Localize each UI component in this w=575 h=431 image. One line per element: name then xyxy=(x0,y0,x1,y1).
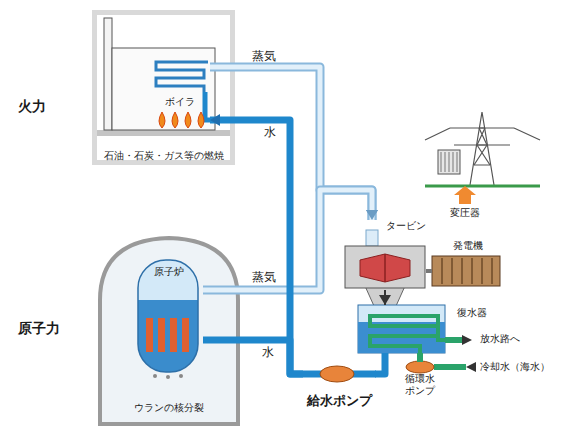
diagram-node: 発電機 xyxy=(432,238,504,290)
transformer-symbol xyxy=(438,150,460,174)
node-text: 給水ポンプ xyxy=(307,393,372,409)
arrow-head xyxy=(210,114,220,126)
generator-ribs xyxy=(442,258,492,284)
chimney xyxy=(104,18,112,130)
pipe-stroke xyxy=(417,353,423,362)
node-text: 復水器 xyxy=(457,307,487,319)
plant-building xyxy=(112,48,215,130)
node-text: 火力 xyxy=(18,98,46,115)
feed-pump-symbol xyxy=(320,366,354,382)
pipe-stroke xyxy=(375,353,385,374)
output-arrow xyxy=(454,186,476,204)
boiler-inlet xyxy=(205,92,212,120)
fuel-rods xyxy=(146,318,189,352)
reactor-water xyxy=(138,300,198,372)
diagram-node: 原子力ウランの核分裂原子炉 xyxy=(95,236,243,424)
outflow-arrow xyxy=(462,335,472,345)
cooling-tubes xyxy=(370,316,445,353)
diagram-node: ボイラ xyxy=(150,55,210,135)
edge-label: 水 xyxy=(262,345,274,359)
containment-dome xyxy=(100,238,238,424)
pipe-connector xyxy=(420,353,421,362)
node-text: ウランの核分裂 xyxy=(134,402,204,414)
turbine-rotor xyxy=(360,254,410,282)
outflow-pipe xyxy=(445,337,462,343)
diagram-node: 原子炉 xyxy=(135,258,203,378)
node-text: 循環水ポンプ xyxy=(405,373,435,397)
edge-label: 蒸気 xyxy=(252,49,276,63)
ground-strip xyxy=(97,130,230,136)
boiler-coil xyxy=(156,62,208,92)
diagram-node: 変圧器 xyxy=(440,206,490,222)
diagram-node: 火力石油・石炭・ガス等の燃焼ボイラ xyxy=(92,10,235,165)
node-text: 石油・石炭・ガス等の燃焼 xyxy=(104,150,224,162)
node-text: 原子炉 xyxy=(154,266,184,278)
diagram-node: 復水器 xyxy=(355,305,487,353)
reactor-legs xyxy=(153,374,183,379)
diagram-node: タービン xyxy=(340,220,426,290)
pipe-connector xyxy=(379,290,391,305)
node-text: 変圧器 xyxy=(450,207,480,219)
flames xyxy=(159,112,204,128)
diagram-node: 給水ポンプ xyxy=(303,364,375,414)
inflow-pipe xyxy=(434,364,466,370)
turbine-exhaust xyxy=(365,286,405,306)
turbine-casing xyxy=(345,246,425,288)
pipe-connector xyxy=(203,340,303,374)
node-text: ボイラ xyxy=(165,96,195,108)
panel-ground xyxy=(97,15,230,160)
thermal-panel xyxy=(92,10,235,165)
node-text: 原子力 xyxy=(18,320,60,337)
edge-label: 水 xyxy=(264,125,276,139)
generator-body xyxy=(432,256,500,286)
node-text: タービン xyxy=(386,220,426,232)
inflow-arrow xyxy=(466,362,476,372)
circulation-pump-symbol xyxy=(406,361,434,373)
pipe-connector xyxy=(375,353,385,374)
condenser-shell xyxy=(358,305,445,353)
pipe-stroke xyxy=(426,269,432,273)
transformer-fins xyxy=(441,152,457,172)
pipe-connector xyxy=(426,271,432,272)
edge-label: 蒸気 xyxy=(252,270,276,284)
pipe-stroke xyxy=(203,340,303,374)
arrow-head xyxy=(379,295,391,305)
annotation: 放水路へ xyxy=(480,333,520,345)
pipe-connector xyxy=(210,67,378,220)
arrow-head xyxy=(366,210,378,220)
diagram-node: 循環水ポンプ xyxy=(402,362,438,402)
annotation: 冷却水（海水） xyxy=(480,361,550,373)
reactor-outline xyxy=(138,260,198,372)
turbine-inlet xyxy=(366,230,378,246)
node-text: 発電機 xyxy=(453,240,483,252)
transmission-tower xyxy=(425,112,540,186)
